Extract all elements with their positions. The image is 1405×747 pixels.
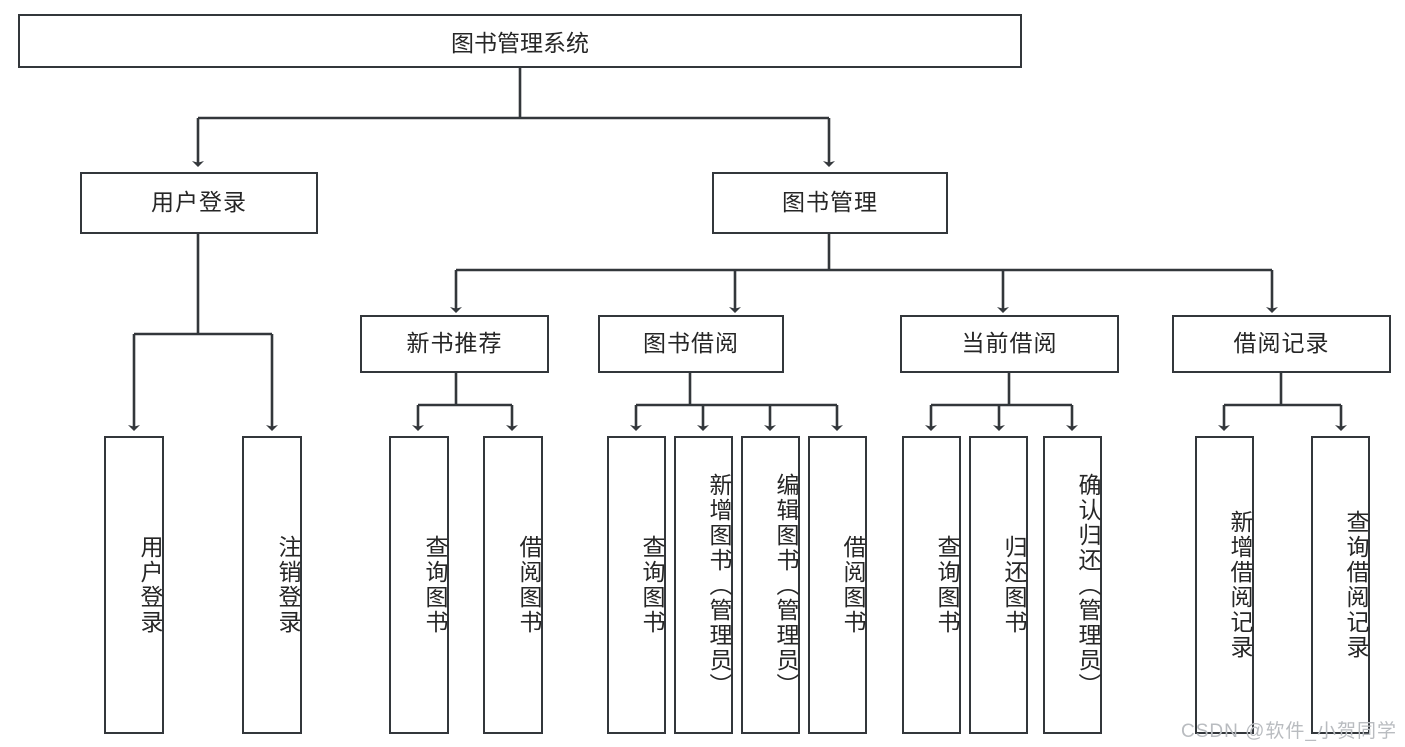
node-new-book-recommend[interactable]: 新书推荐 <box>360 315 549 373</box>
node-label: 借阅图书 <box>516 535 542 635</box>
leaf-confirm-return-admin[interactable]: 确认归还（管理员） <box>1043 436 1102 734</box>
node-borrow-record[interactable]: 借阅记录 <box>1172 315 1391 373</box>
node-label: 图书管理系统 <box>451 30 589 56</box>
leaf-add-book-admin[interactable]: 新增图书（管理员） <box>674 436 733 734</box>
leaf-edit-book-admin[interactable]: 编辑图书（管理员） <box>741 436 800 734</box>
node-label: 借阅图书 <box>840 535 866 635</box>
node-label: 查询借阅记录 <box>1343 510 1369 660</box>
node-label: 查询图书 <box>934 535 960 635</box>
leaf-query-book-current[interactable]: 查询图书 <box>902 436 961 734</box>
node-label: 新书推荐 <box>406 330 503 357</box>
node-label: 用户登录 <box>151 189 247 216</box>
node-book-borrow[interactable]: 图书借阅 <box>598 315 784 373</box>
leaf-return-book[interactable]: 归还图书 <box>969 436 1028 734</box>
leaf-query-book-recommend[interactable]: 查询图书 <box>389 436 449 734</box>
node-label: 新增图书（管理员） <box>706 472 732 698</box>
node-label: 图书借阅 <box>643 330 739 357</box>
node-book-manage[interactable]: 图书管理 <box>712 172 948 234</box>
node-label: 查询图书 <box>422 535 448 635</box>
node-label: 确认归还（管理员） <box>1075 472 1101 698</box>
node-label: 借阅记录 <box>1233 330 1330 357</box>
leaf-query-borrow-record[interactable]: 查询借阅记录 <box>1311 436 1370 734</box>
node-label: 注销登录 <box>275 535 301 635</box>
leaf-logout[interactable]: 注销登录 <box>242 436 302 734</box>
node-label: 当前借阅 <box>961 330 1058 357</box>
node-label: 用户登录 <box>137 535 163 635</box>
node-label: 图书管理 <box>782 189 878 216</box>
node-root-book-management-system[interactable]: 图书管理系统 <box>18 14 1022 68</box>
node-label: 归还图书 <box>1001 535 1027 635</box>
node-label: 查询图书 <box>639 535 665 635</box>
leaf-borrow-book-recommend[interactable]: 借阅图书 <box>483 436 543 734</box>
leaf-user-login[interactable]: 用户登录 <box>104 436 164 734</box>
leaf-query-book-borrow[interactable]: 查询图书 <box>607 436 666 734</box>
node-label: 新增借阅记录 <box>1227 510 1253 660</box>
csdn-watermark: CSDN @软件_小贺同学 <box>1181 721 1397 742</box>
node-label: 编辑图书（管理员） <box>773 472 799 698</box>
leaf-add-borrow-record[interactable]: 新增借阅记录 <box>1195 436 1254 734</box>
node-user-login[interactable]: 用户登录 <box>80 172 318 234</box>
leaf-borrow-book[interactable]: 借阅图书 <box>808 436 867 734</box>
node-current-borrow[interactable]: 当前借阅 <box>900 315 1119 373</box>
